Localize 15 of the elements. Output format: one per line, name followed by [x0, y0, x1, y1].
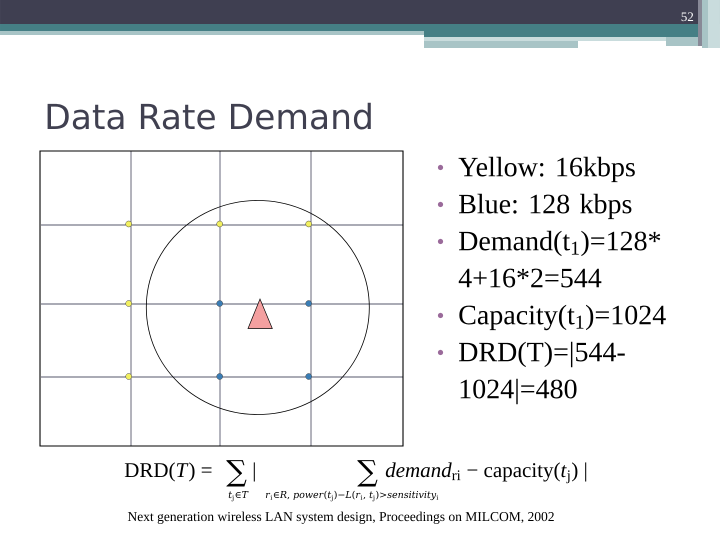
citation-text: Next generation wireless LAN system design, Proceedings on MILCOM, 2002: [128, 512, 554, 524]
bullet-text: Yellow: 16kbps: [458, 156, 635, 182]
sum-sign: ∑: [357, 460, 378, 487]
formula-limit: t$_{j}$∈T: [228, 491, 249, 502]
page-number: 52: [682, 12, 694, 22]
bullet-text: Blue: 128 kbps: [459, 194, 632, 220]
formula-text: |: [254, 462, 255, 482]
sum-sign: ∑: [226, 460, 247, 487]
formula-text: demand$_{ri}$ − capacity(t$_{j}$) |: [386, 462, 586, 484]
bullet-text: Demand(t$_{1}$)=128* 4+16*2=544: [458, 230, 660, 288]
bullet-text: Capacity(t$_{1}$)=1024: [459, 304, 666, 330]
slide-title: Data Rate Demand: [48, 102, 371, 130]
bullet-text: DRD(T)=|544- 1024|=480: [459, 342, 625, 404]
formula-text: DRD(T) =: [124, 462, 212, 482]
formula-limit: r$_{i}$∈R, power(t$_{j}$)−L(r$_{i}$, t$_{j}$)>sensitivity$_{i}$: [266, 490, 438, 502]
